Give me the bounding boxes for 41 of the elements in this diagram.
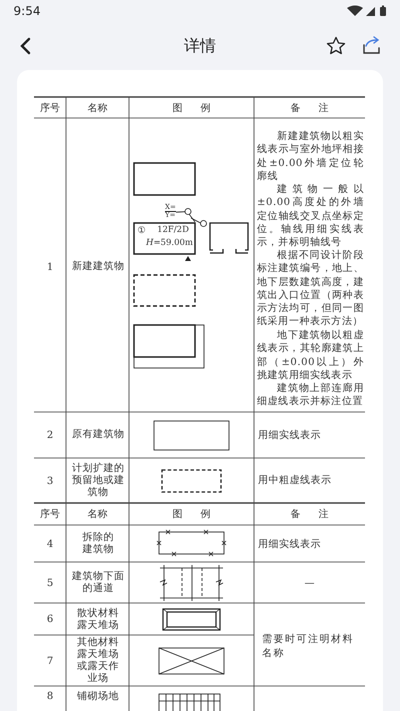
column-header: 序号 — [39, 102, 61, 116]
row-number: 8 — [46, 690, 54, 704]
row-number: 1 — [46, 260, 54, 274]
height-label: H=59.00m — [146, 238, 193, 250]
page-title: 详情 — [183, 36, 217, 56]
item-name: 新建建筑物 — [70, 260, 126, 274]
remark-text: — — [304, 576, 316, 590]
column-header: 图 例 — [171, 508, 212, 522]
status-time: 9:54 — [12, 4, 42, 18]
row-number: 3 — [46, 474, 54, 488]
item-name: 其他材料露天堆场或露天作业场 — [76, 637, 120, 685]
column-header: 名称 — [86, 102, 108, 116]
coordinate-circle — [184, 208, 192, 215]
row-number: 7 — [46, 654, 54, 668]
row-number: 4 — [46, 538, 54, 552]
remark-text: 新建建筑物以粗实线表示与室外地坪相接处±0.00外墙定位轮廓线 — [257, 130, 364, 184]
row-number: 5 — [46, 576, 54, 590]
remark-text: 用细实线表示 — [258, 428, 322, 442]
remark-text: 根据不同设计阶段标注建筑编号，地上、地下层数建筑高度，建筑出入口位置（两种表示方法均可，但同一图纸采用一种表示方法） — [257, 249, 364, 329]
remark-text: 需要时可注明材料名称 — [262, 633, 355, 661]
remark-text: 用中粗虚线表示 — [258, 474, 332, 488]
column-header: 名称 — [86, 508, 108, 522]
item-name: 建筑物下面的通道 — [70, 570, 126, 596]
column-header: 图 例 — [171, 102, 212, 116]
item-name: 散状材料露天堆场 — [76, 606, 120, 632]
floor-count-label: 12F/2D — [156, 225, 190, 236]
row-number: 2 — [46, 428, 54, 442]
axis-number: ① — [136, 225, 146, 236]
remark-text: 地下建筑物以粗虚线表示，其轮廓建筑上部（±0.00以上）外挑建筑用细实线表示 — [257, 329, 364, 382]
remark-text: 建筑物上部连廊用细虚线表示并标注位置 — [257, 382, 364, 409]
item-name: 铺砌场地 — [76, 690, 120, 704]
column-header: 序号 — [39, 508, 61, 522]
item-name: 计划扩建的预留地或建筑物 — [70, 462, 126, 500]
remark-text: 建筑物一般以±0.00高度处的外墙定位轴线交叉点坐标定位。轴线用细实线表示，并标明轴线号 — [257, 183, 364, 250]
item-name: 原有建筑物 — [70, 428, 126, 442]
item-name: 拆除的建筑物 — [81, 530, 115, 557]
remark-text: 用细实线表示 — [258, 538, 322, 552]
leader-line — [176, 211, 186, 213]
row-number: 6 — [46, 613, 54, 627]
column-header: 备 注 — [289, 102, 330, 116]
column-header: 备 注 — [289, 508, 330, 522]
